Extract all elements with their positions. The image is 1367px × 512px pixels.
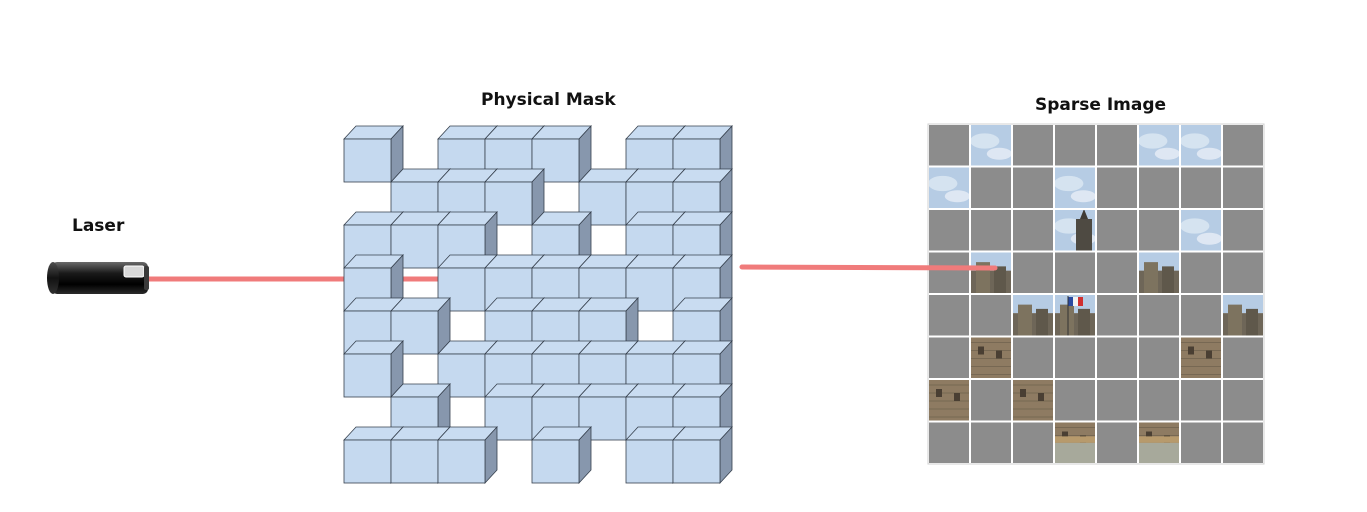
- image-cell-masked: [1054, 336, 1096, 379]
- image-cell-masked: [1180, 294, 1222, 337]
- image-cell-masked: [1222, 379, 1264, 422]
- image-cell-masked: [928, 209, 970, 252]
- image-cell-visible: [1012, 379, 1054, 422]
- image-cell-masked: [1138, 209, 1180, 252]
- laser-beam-exit: [739, 264, 998, 271]
- beam-segment-outgoing: [739, 264, 998, 271]
- mask-cube: [531, 124, 592, 184]
- image-cell-masked: [1138, 166, 1180, 209]
- image-cell-visible: [1012, 294, 1054, 337]
- image-cell-masked: [1012, 251, 1054, 294]
- image-cell-masked: [1012, 421, 1054, 464]
- image-cell-masked: [1054, 251, 1096, 294]
- image-cell-masked: [928, 336, 970, 379]
- sparse-image-label: Sparse Image: [1035, 95, 1167, 115]
- image-cell-masked: [1096, 124, 1138, 167]
- image-cell-visible: [928, 379, 970, 422]
- image-cell-masked: [1096, 421, 1138, 464]
- image-cell-masked: [1222, 124, 1264, 167]
- image-cell-masked: [1222, 166, 1264, 209]
- image-cell-visible: [1138, 421, 1180, 464]
- image-grid-lines: [927, 123, 1265, 465]
- laser-aperture: [144, 266, 149, 290]
- image-cell-masked: [1096, 251, 1138, 294]
- image-cell-visible: [1222, 294, 1264, 337]
- image-cell-masked: [1012, 336, 1054, 379]
- physical-mask-label: Physical Mask: [481, 90, 616, 110]
- image-cell-masked: [1180, 251, 1222, 294]
- image-cell-masked: [1012, 124, 1054, 167]
- physical-mask: [343, 124, 733, 485]
- image-cell-visible: [1180, 209, 1222, 252]
- image-cell-masked: [970, 209, 1012, 252]
- mask-cube: [672, 167, 733, 227]
- laser-device: [47, 262, 149, 294]
- image-cell-visible: [970, 336, 1012, 379]
- image-cell-masked: [1138, 379, 1180, 422]
- image-cell-masked: [1096, 336, 1138, 379]
- image-cell-visible: [970, 124, 1013, 167]
- mask-cube: [672, 425, 733, 485]
- image-cell-masked: [1222, 336, 1264, 379]
- mask-cube: [343, 124, 404, 184]
- image-cell-masked: [1054, 124, 1096, 167]
- image-cell-visible: [928, 166, 971, 209]
- image-cell-visible: [1054, 294, 1096, 337]
- image-cell-visible: [1054, 166, 1096, 209]
- image-cell-masked: [1138, 336, 1180, 379]
- image-cell-masked: [1012, 166, 1054, 209]
- image-cell-masked: [1096, 294, 1138, 337]
- image-cell-masked: [1222, 421, 1264, 464]
- image-cell-visible: [970, 251, 1012, 294]
- mask-cube: [484, 167, 545, 227]
- image-cell-masked: [1054, 379, 1096, 422]
- image-cell-visible: [1180, 336, 1222, 379]
- image-cell-masked: [1222, 209, 1264, 252]
- image-cell-visible: [1138, 251, 1180, 294]
- image-cell-masked: [1012, 209, 1054, 252]
- sparse-image-grid: [927, 123, 1265, 465]
- image-cell-masked: [1180, 166, 1222, 209]
- image-cell-visible: [1180, 124, 1222, 167]
- laser-back-cap: [47, 262, 59, 294]
- image-cell-masked: [1096, 209, 1138, 252]
- image-cell-masked: [970, 166, 1012, 209]
- image-cell-masked: [928, 421, 970, 464]
- image-cell-masked: [928, 294, 970, 337]
- image-cell-masked: [928, 251, 970, 294]
- image-cell-masked: [970, 294, 1012, 337]
- mask-cube: [531, 425, 592, 485]
- image-cell-visible: [1138, 124, 1180, 167]
- image-cell-visible: [1054, 209, 1096, 252]
- laser-label: Laser: [72, 216, 125, 236]
- laser-window: [123, 265, 145, 278]
- image-cell-masked: [1222, 251, 1264, 294]
- image-cell-masked: [1096, 379, 1138, 422]
- image-cell-masked: [1180, 421, 1222, 464]
- image-cell-masked: [1138, 294, 1180, 337]
- image-cell-masked: [928, 124, 970, 167]
- image-cell-masked: [970, 421, 1012, 464]
- image-cell-masked: [1096, 166, 1138, 209]
- mask-cube: [343, 339, 404, 399]
- image-cell-masked: [970, 379, 1012, 422]
- mask-cube: [437, 425, 498, 485]
- image-cell-visible: [1054, 421, 1096, 464]
- image-cell-masked: [1180, 379, 1222, 422]
